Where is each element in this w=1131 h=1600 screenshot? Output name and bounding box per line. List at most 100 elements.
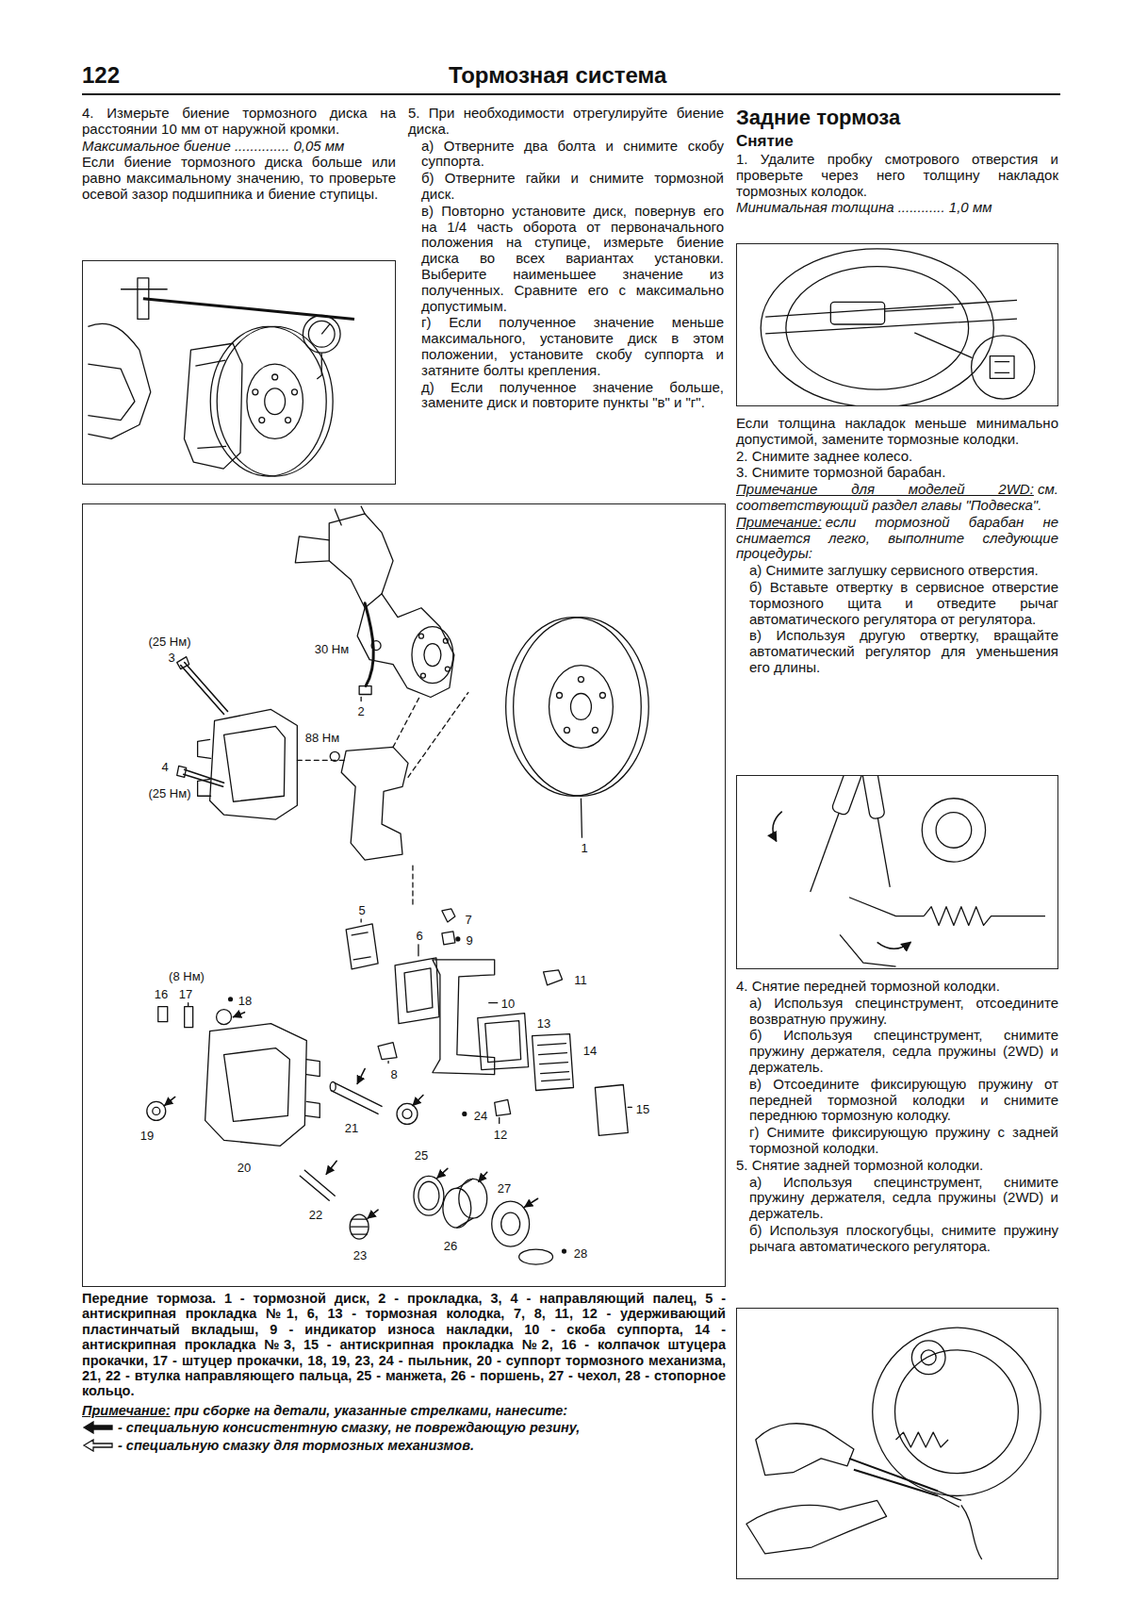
paragraph: Задние тормоза (736, 105, 1059, 131)
caliper-bracket (329, 746, 409, 860)
callout-number: 14 (582, 1043, 598, 1058)
callout-number: 6 (414, 928, 424, 943)
pads-and-shims (345, 908, 632, 1135)
text-run: Максимальное биение .............. 0,05 … (81, 137, 345, 154)
paragraph: Примечание для моделей 2WD:см. соответст… (736, 481, 1059, 514)
assembly-note: Примечание:при сборке на детали, указанн… (81, 1401, 726, 1419)
dial-gauge (120, 278, 355, 379)
caliper-body (147, 1002, 320, 1147)
callout-number: 17 (178, 986, 194, 1001)
callout-number: 10 (500, 996, 516, 1011)
figure-frame (736, 774, 1059, 969)
brake-disc (506, 617, 650, 837)
text-run: в) Отсоедините фиксирующую пружину от пе… (749, 1075, 1059, 1124)
screwdrivers (802, 775, 898, 895)
paragraph: г) Снимите фиксирующую пружину с задней … (736, 1124, 1059, 1157)
legend-text: - специальную консистентную смазку, не п… (117, 1418, 580, 1437)
arrow-shape (83, 1421, 113, 1433)
paragraph: г) Если полученное значение меньше макси… (408, 314, 724, 378)
text-run: в) Повторно установите диск, повернув ег… (421, 202, 724, 314)
callout-number: 7 (463, 912, 473, 927)
text-run: 5. При необходимости отрегулируйте биени… (408, 104, 724, 137)
text-run: Примечание для моделей 2WD: (736, 480, 1034, 497)
paragraph: б) Используя специнструмент, снимите пру… (736, 1027, 1059, 1075)
text-run: а) Отверните два болта и снимите скобу с… (421, 137, 724, 170)
paragraph: а) Снимите заглушку сервисного отверстия… (736, 562, 1059, 579)
note-text: при сборке на детали, указанные стрелкам… (174, 1402, 569, 1418)
paragraph: 4. Измерьте биение тормозного диска на р… (81, 105, 396, 138)
legend-row: - специальную смазку для тормозных механ… (81, 1436, 726, 1455)
callout-number: 28 (573, 1245, 589, 1261)
paragraph: в) Отсоедините фиксирующую пружину от пе… (736, 1076, 1059, 1124)
callout-number: 19 (139, 1128, 155, 1143)
callout-number: 5 (357, 902, 366, 918)
text-run: а) Используя специнструмент, отсоедините… (749, 994, 1059, 1027)
arrow-shape (83, 1439, 113, 1451)
callout-dots (228, 935, 567, 1253)
grease-arrow-symbol (81, 1438, 115, 1452)
exploded-view-frame: (25 Нм)330 Нм288 Нм4(25 Нм)157691110(8 Н… (81, 503, 726, 1287)
text-run: 4. Измерьте биение тормозного диска на р… (81, 104, 396, 137)
assembly-lines (296, 692, 468, 907)
paragraph: в) Повторно установите диск, повернув ег… (408, 203, 724, 315)
direction-arrows (772, 811, 911, 950)
paragraph: в) Используя другую отвертку, вращайте а… (736, 627, 1059, 675)
front-brake-exploded-view (82, 504, 725, 1286)
torque-value: (25 Нм) (147, 634, 192, 649)
callout-number: 4 (160, 759, 169, 774)
callout-number: 8 (389, 1066, 398, 1082)
callout-number: 26 (442, 1238, 459, 1253)
legend-text: - специальную смазку для тормозных механ… (117, 1436, 475, 1455)
callout-number: 12 (492, 1127, 509, 1142)
torque-value: 88 Нм (304, 730, 341, 745)
text-run: Примечание: (736, 513, 822, 530)
paragraph: д) Если полученное значение больше, заме… (408, 379, 724, 412)
text-run: б) Используя плоскогубцы, снимите пружин… (749, 1221, 1059, 1254)
paragraph: 2. Снимите заднее колесо. (736, 448, 1059, 465)
callout-number: 25 (413, 1147, 429, 1163)
grease-arrow-symbol (81, 1420, 115, 1434)
torque-value: (8 Нм) (167, 968, 206, 984)
caliper (183, 343, 242, 469)
paragraph: Снятие (736, 131, 1059, 151)
text-run: б) Используя специнструмент, снимите пру… (749, 1026, 1059, 1075)
callout-number: 24 (473, 1108, 489, 1123)
knuckle (87, 323, 150, 439)
text-run: д) Если полученное значение больше, заме… (421, 378, 724, 411)
legend-row: - специальную консистентную смазку, не п… (81, 1418, 726, 1437)
pins-boots-piston (299, 1081, 553, 1265)
paragraph: Примечание:если тормозной барабан не сни… (736, 514, 1059, 562)
text-run: 4. Снятие передней тормозной колодки. (736, 977, 1000, 994)
adjuster-illustration (737, 775, 1058, 968)
text-run: 3. Снимите тормозной барабан. (736, 463, 946, 480)
callout-number: 16 (153, 986, 169, 1001)
caption-block: Передние тормоза. 1 - тормозной диск, 2 … (81, 1290, 726, 1455)
torque-value: (25 Нм) (147, 786, 192, 801)
inspection-hole-illustration (737, 244, 1058, 406)
disc (210, 326, 333, 476)
text-run: Задние тормоза (736, 105, 901, 130)
text-column: 4. Измерьте биение тормозного диска на р… (81, 105, 396, 494)
callout-number: 9 (464, 933, 474, 948)
text-run: 5. Снятие задней тормозной колодки. (736, 1156, 984, 1173)
callout-number: 27 (496, 1180, 512, 1196)
figure-frame (736, 243, 1059, 407)
text-run: г) Снимите фиксирующую пружину с задней … (749, 1123, 1059, 1156)
text-run: 1. Удалите пробку смотрового отверстия и… (736, 150, 1059, 199)
text-run: Если биение тормозного диска больше или … (81, 153, 396, 202)
paragraph: Если биение тормозного диска больше или … (81, 154, 396, 202)
paragraph: б) Используя плоскогубцы, снимите пружин… (736, 1222, 1059, 1255)
text-run: б) Отверните гайки и снимите тормозной д… (421, 169, 724, 202)
backing-plate (839, 798, 1046, 967)
page-title: Тормозная система (448, 62, 667, 89)
header-rule (81, 93, 1061, 96)
paragraph: б) Вставьте отвертку в сервисное отверст… (736, 579, 1059, 627)
text-run: г) Если полученное значение меньше макси… (421, 313, 724, 377)
page-number: 122 (81, 62, 120, 89)
text-run: Если толщина накладок меньше минимально … (736, 414, 1059, 447)
brake-assembly (872, 1327, 1041, 1495)
figure-frame (81, 260, 396, 485)
paragraph: 4. Снятие передней тормозной колодки. (736, 978, 1059, 995)
torque-value: 30 Нм (313, 641, 350, 656)
callout-number: 21 (344, 1120, 360, 1135)
